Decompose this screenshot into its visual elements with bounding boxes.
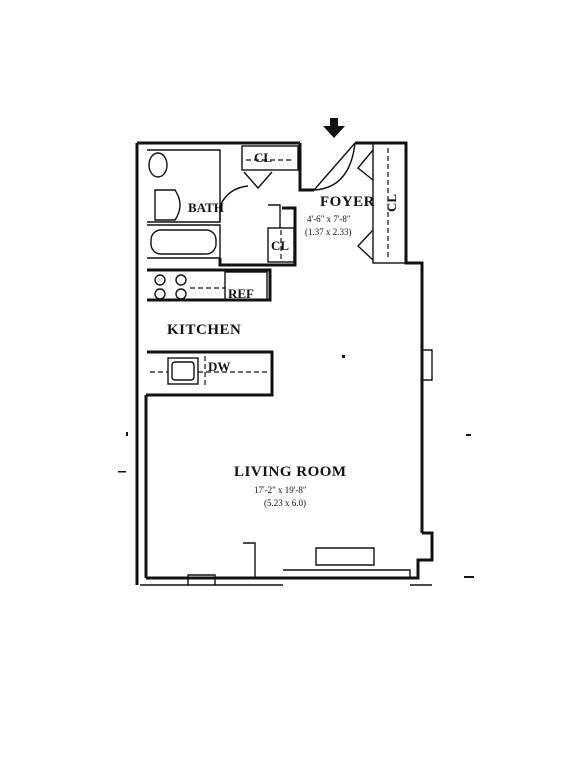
dishwasher-label: DW bbox=[208, 359, 230, 374]
entry-arrow-icon bbox=[323, 118, 345, 138]
foyer-dim-metric: (1.37 x 2.33) bbox=[305, 227, 352, 237]
closet-top-label: CL bbox=[254, 150, 272, 165]
kitchen-area bbox=[146, 268, 274, 397]
scan-marks bbox=[118, 355, 474, 578]
entry-door bbox=[313, 142, 356, 191]
foyer-label: FOYER bbox=[320, 194, 375, 210]
closet-right bbox=[357, 142, 407, 264]
closet-bath-label: CL bbox=[271, 238, 289, 253]
foyer-dim-imperial: 4'-6" x 7'-8" bbox=[307, 214, 351, 224]
bath-label: BATH bbox=[188, 200, 224, 215]
kitchen-label: KITCHEN bbox=[167, 322, 241, 338]
refrigerator-label: REF bbox=[228, 286, 254, 301]
closet-bath bbox=[267, 204, 295, 263]
living-room-dim-metric: (5.23 x 6.0) bbox=[264, 498, 306, 508]
closet-top bbox=[241, 145, 299, 190]
bath-area bbox=[147, 149, 297, 267]
closet-right-label: CL bbox=[384, 194, 399, 212]
living-room-dim-imperial: 17'-2" x 19'-8" bbox=[254, 485, 307, 495]
living-room-label: LIVING ROOM bbox=[234, 464, 347, 480]
